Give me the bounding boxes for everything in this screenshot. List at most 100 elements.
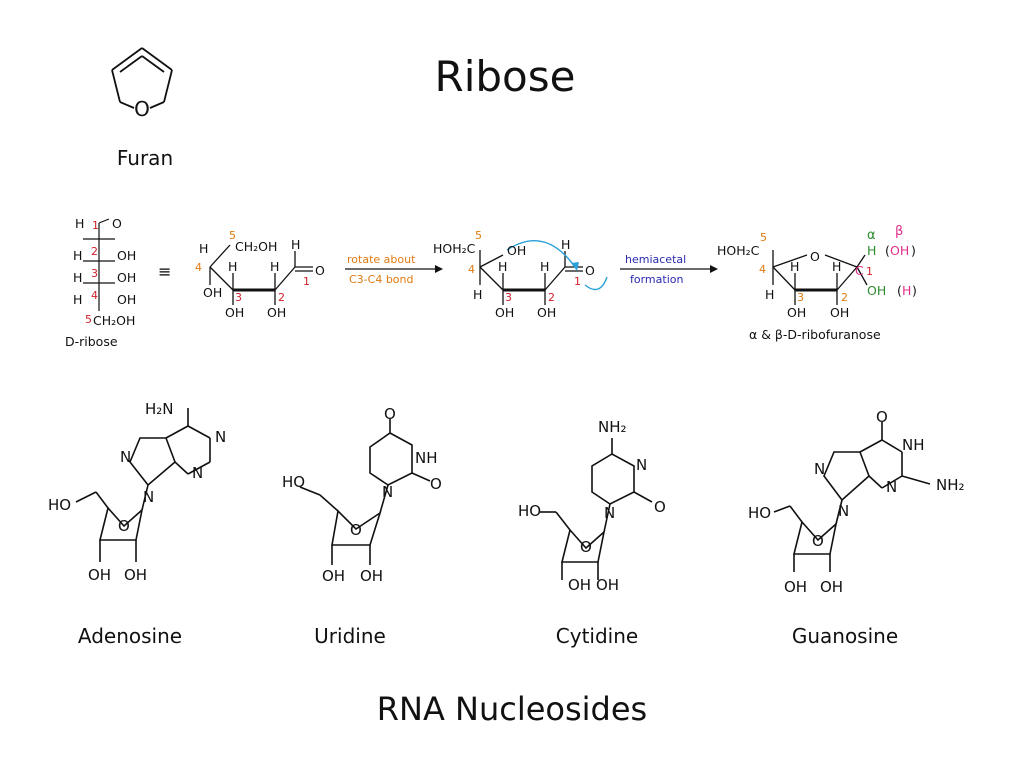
svg-text:C: C: [855, 263, 864, 278]
svg-text:N: N: [838, 502, 849, 520]
svg-text:OH: OH: [225, 305, 244, 320]
guanosine-label: Guanosine: [791, 624, 899, 648]
svg-text:N: N: [120, 448, 131, 466]
svg-text:N: N: [604, 504, 615, 522]
svg-text:4: 4: [91, 289, 98, 302]
svg-text:OH: OH: [117, 248, 136, 263]
svg-text:O: O: [118, 517, 130, 535]
svg-text:OH: OH: [322, 567, 345, 585]
svg-text:5: 5: [85, 313, 92, 326]
svg-text:HO: HO: [518, 502, 541, 520]
svg-text:O: O: [384, 405, 396, 423]
svg-text:H: H: [73, 292, 82, 307]
svg-text:O: O: [580, 538, 592, 556]
svg-text:H: H: [228, 259, 237, 274]
svg-text:O: O: [810, 249, 820, 264]
svg-text:HO: HO: [282, 473, 305, 491]
fischer-projection: [83, 218, 115, 311]
furan-structure: O: [111, 47, 173, 121]
svg-text:O: O: [350, 521, 362, 539]
svg-text:3: 3: [91, 267, 98, 280]
svg-text:3: 3: [797, 291, 804, 304]
svg-text:H: H: [765, 287, 774, 302]
svg-text:NH: NH: [415, 449, 438, 467]
svg-text:H: H: [867, 243, 876, 258]
svg-text:HO: HO: [748, 504, 771, 522]
svg-text:1: 1: [574, 275, 581, 288]
svg-text:OH: OH: [890, 243, 909, 258]
nucleosides-heading: RNA Nucleosides: [376, 690, 648, 728]
svg-text:O: O: [876, 408, 888, 426]
svg-text:H: H: [540, 259, 549, 274]
svg-text:OH: OH: [203, 285, 222, 300]
svg-text:OH: OH: [124, 566, 147, 584]
svg-text:4: 4: [195, 261, 202, 274]
arrow2-label-line2: formation: [630, 273, 683, 286]
svg-text:H: H: [902, 283, 911, 298]
uridine-label: Uridine: [314, 624, 386, 648]
arrow1-label-line2: C3-C4 bond: [349, 273, 414, 286]
svg-text:): ): [912, 283, 917, 298]
svg-text:(: (: [897, 283, 902, 298]
svg-text:OH: OH: [867, 283, 886, 298]
svg-text:OH: OH: [360, 567, 383, 585]
svg-text:N: N: [382, 483, 393, 501]
svg-text:(: (: [885, 243, 890, 258]
svg-text:HOH₂C: HOH₂C: [717, 243, 760, 258]
svg-text:OH: OH: [784, 578, 807, 596]
svg-text:1: 1: [92, 219, 99, 232]
svg-text:OH: OH: [820, 578, 843, 596]
svg-text:H: H: [832, 259, 841, 274]
svg-text:OH: OH: [117, 270, 136, 285]
alpha-symbol: α: [867, 228, 876, 243]
svg-text:N: N: [192, 464, 203, 482]
svg-text:NH₂: NH₂: [598, 418, 627, 436]
beta-symbol: β: [895, 224, 903, 239]
svg-text:O: O: [112, 216, 122, 231]
svg-text:H: H: [199, 241, 208, 256]
adenosine-label: Adenosine: [77, 624, 183, 648]
svg-text:HO: HO: [48, 496, 71, 514]
svg-text:H: H: [270, 259, 279, 274]
svg-text:OH: OH: [495, 305, 514, 320]
svg-text:): ): [911, 243, 916, 258]
svg-text:NH₂: NH₂: [936, 476, 965, 494]
svg-text:OH: OH: [117, 292, 136, 307]
svg-text:1: 1: [303, 275, 310, 288]
svg-text:H: H: [498, 259, 507, 274]
svg-text:HOH₂C: HOH₂C: [433, 241, 476, 256]
svg-text:H: H: [561, 237, 570, 252]
arrow2-label-line1: hemiacetal: [625, 253, 686, 266]
svg-text:4: 4: [468, 263, 475, 276]
svg-text:2: 2: [278, 291, 285, 304]
svg-text:OH: OH: [830, 305, 849, 320]
arrow1-label-line1: rotate about: [347, 253, 416, 266]
svg-text:O: O: [430, 475, 442, 493]
furan-label: Furan: [116, 146, 174, 170]
svg-text:1: 1: [866, 265, 873, 278]
svg-text:5: 5: [475, 229, 482, 242]
svg-text:H: H: [73, 248, 82, 263]
svg-text:OH: OH: [596, 576, 619, 594]
cytidine-label: Cytidine: [555, 624, 639, 648]
furan-oxygen: O: [134, 97, 150, 121]
svg-text:H: H: [291, 237, 300, 252]
svg-text:2: 2: [841, 291, 848, 304]
svg-text:5: 5: [229, 229, 236, 242]
svg-text:5: 5: [760, 231, 767, 244]
svg-text:N: N: [143, 488, 154, 506]
svg-text:OH: OH: [267, 305, 286, 320]
svg-text:H₂N: H₂N: [145, 400, 174, 418]
svg-text:2: 2: [548, 291, 555, 304]
svg-text:OH: OH: [787, 305, 806, 320]
svg-text:OH: OH: [507, 243, 526, 258]
svg-text:3: 3: [235, 291, 242, 304]
svg-text:N: N: [814, 460, 825, 478]
ribofuranose-label: α & β-D-ribofuranose: [749, 327, 881, 342]
svg-text:H: H: [75, 216, 84, 231]
svg-text:OH: OH: [537, 305, 556, 320]
svg-text:H: H: [73, 270, 82, 285]
svg-text:O: O: [585, 263, 595, 278]
uridine-structure: O NH O N O HO OH OH: [282, 405, 442, 585]
svg-text:O: O: [654, 498, 666, 516]
